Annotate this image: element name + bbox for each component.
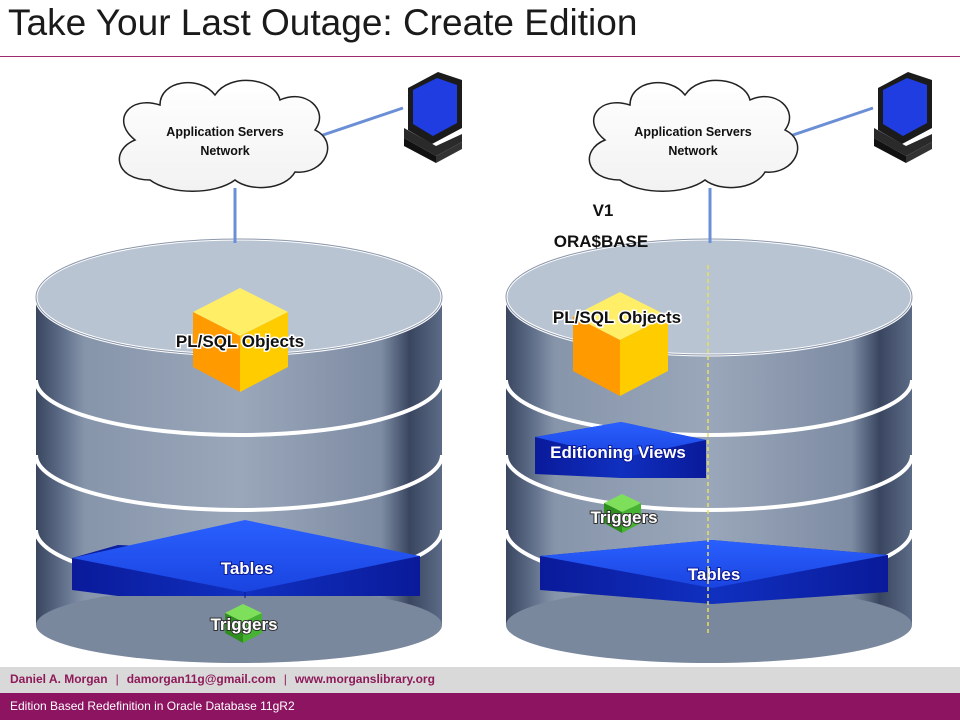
right-plsql-cube-icon bbox=[573, 292, 668, 396]
right-triggers-icon bbox=[604, 494, 641, 533]
footer-author: Daniel A. Morgan bbox=[10, 672, 108, 686]
footer-credits-bar: Daniel A. Morgan | damorgan11g@gmail.com | w… bbox=[0, 667, 960, 693]
left-tables-slab bbox=[72, 520, 420, 598]
left-cloud: Application Servers Network bbox=[118, 79, 329, 192]
right-cloud-label-line2: Network bbox=[668, 144, 717, 158]
footer-email: damorgan11g@gmail.com bbox=[126, 672, 276, 686]
right-workstation-icon bbox=[874, 72, 932, 163]
footer-separator: | bbox=[283, 672, 287, 686]
right-triggers-label: Triggers bbox=[590, 508, 657, 527]
left-cloud-label-line2: Network bbox=[200, 144, 249, 158]
right-tables-label: Tables bbox=[688, 565, 741, 584]
footer-website: www.morganslibrary.org bbox=[294, 672, 435, 686]
footer-subtitle: Edition Based Redefinition in Oracle Dat… bbox=[10, 699, 295, 713]
footer-credits: Daniel A. Morgan | damorgan11g@gmail.com | w… bbox=[10, 672, 435, 686]
slide-title: Take Your Last Outage: Create Edition bbox=[8, 2, 638, 43]
left-triggers-label: Triggers bbox=[210, 615, 277, 634]
left-plsql-cube-icon bbox=[193, 288, 288, 392]
right-cloud: Application Servers Network bbox=[588, 79, 799, 192]
footer-subtitle-bar: Edition Based Redefinition in Oracle Dat… bbox=[0, 693, 960, 720]
edition-name-label: ORA$BASE bbox=[554, 232, 648, 251]
right-plsql-label: PL/SQL Objects bbox=[553, 308, 681, 327]
left-workstation-icon bbox=[404, 72, 462, 163]
right-cloud-label-line1: Application Servers bbox=[634, 125, 751, 139]
architecture-diagram: Application Servers Network PL/SQL Objec… bbox=[34, 72, 932, 663]
left-plsql-label: PL/SQL Objects bbox=[176, 332, 304, 351]
footer-separator: | bbox=[115, 672, 119, 686]
left-triggers-icon bbox=[225, 604, 262, 643]
left-workstation-link bbox=[319, 106, 404, 138]
right-workstation-link bbox=[789, 106, 874, 138]
right-tables-slab bbox=[540, 540, 888, 604]
right-editioning-views-label: Editioning Views bbox=[550, 443, 686, 462]
left-tables-label: Tables bbox=[221, 559, 274, 578]
title-divider bbox=[0, 56, 960, 57]
edition-version-label: V1 bbox=[593, 201, 614, 220]
right-editioning-views-slab bbox=[535, 422, 706, 478]
left-cloud-label-line1: Application Servers bbox=[166, 125, 283, 139]
